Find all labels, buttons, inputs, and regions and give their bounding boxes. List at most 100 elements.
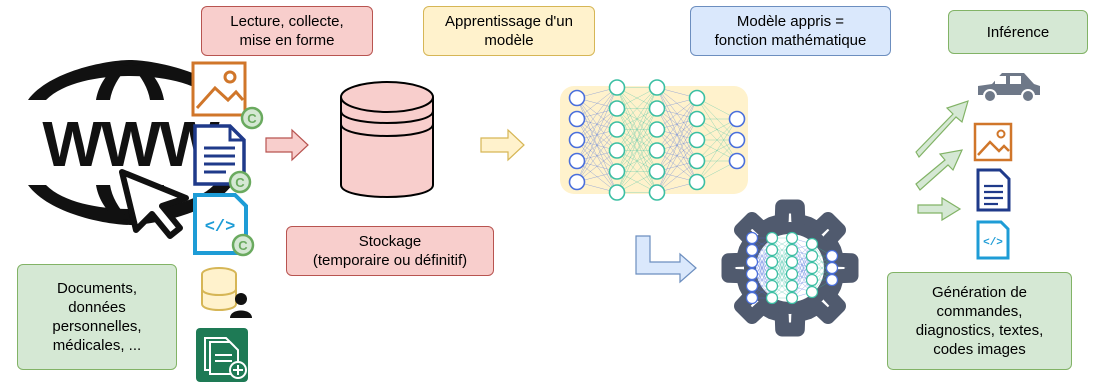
output-image-file-icon xyxy=(973,122,1013,162)
documents-label: Documents, données personnelles, médical… xyxy=(17,264,177,370)
network-node xyxy=(825,249,839,263)
network-node xyxy=(805,249,819,263)
svg-text:</>: </> xyxy=(983,237,1003,249)
network-connection xyxy=(656,97,698,151)
network-node xyxy=(608,121,626,138)
network-node xyxy=(745,267,759,281)
modele-label: Modèle appris = fonction mathématique xyxy=(690,6,891,56)
network-node xyxy=(765,255,779,269)
network-node xyxy=(765,243,779,257)
network-connection xyxy=(656,97,698,172)
network-node xyxy=(648,142,666,159)
neural-network-icon xyxy=(568,79,746,201)
gear-neural-network-icon xyxy=(745,231,839,305)
network-node xyxy=(765,231,779,245)
network-node xyxy=(608,79,626,96)
network-connection xyxy=(576,87,618,183)
network-connection xyxy=(656,97,698,193)
network-node xyxy=(688,89,706,107)
arrows-inference xyxy=(915,100,969,222)
network-node xyxy=(745,291,759,305)
network-connection xyxy=(616,87,658,172)
network-connection xyxy=(811,255,833,293)
network-node xyxy=(648,163,666,180)
network-node xyxy=(648,100,666,117)
network-node xyxy=(805,261,819,275)
svg-text:C: C xyxy=(235,175,245,190)
network-connection xyxy=(656,139,698,193)
network-connection xyxy=(576,87,618,120)
network-connection xyxy=(771,237,793,275)
inference-label: Inférence xyxy=(948,10,1088,54)
network-node xyxy=(825,273,839,287)
network-node xyxy=(688,173,706,191)
network-node xyxy=(568,89,586,107)
network-node xyxy=(608,184,626,201)
network-node xyxy=(805,237,819,251)
network-connection xyxy=(751,261,773,299)
output-code-file-icon: </> xyxy=(976,220,1010,260)
network-node xyxy=(568,152,586,170)
network-node xyxy=(568,110,586,128)
network-connection xyxy=(771,261,793,299)
arrow-to-storage xyxy=(265,128,309,162)
network-node xyxy=(688,131,706,149)
network-connection xyxy=(616,108,658,193)
network-node xyxy=(608,163,626,180)
svg-text:WWW: WWW xyxy=(42,108,220,180)
generation-label: Génération de commandes, diagnostics, te… xyxy=(887,272,1072,370)
lecture-label: Lecture, collecte, mise en forme xyxy=(201,6,373,56)
network-node xyxy=(785,291,799,305)
network-connection xyxy=(656,97,698,130)
document-icon: C xyxy=(193,124,252,194)
network-connection xyxy=(616,87,658,130)
stockage-label: Stockage (temporaire ou définitif) xyxy=(286,226,494,276)
network-connection xyxy=(656,160,698,193)
network-node xyxy=(688,110,706,128)
network-connection xyxy=(656,118,698,193)
network-node xyxy=(728,131,746,149)
network-connection xyxy=(616,87,658,151)
network-node xyxy=(785,231,799,245)
image-file-icon: C xyxy=(191,61,264,130)
network-node xyxy=(765,267,779,281)
network-node xyxy=(728,110,746,128)
network-connection xyxy=(616,150,658,193)
network-connection xyxy=(576,129,618,183)
network-node xyxy=(745,231,759,245)
network-node xyxy=(785,243,799,257)
arrow-to-model xyxy=(635,235,697,284)
medical-document-icon xyxy=(196,328,248,382)
network-connection xyxy=(576,87,618,162)
network-connection xyxy=(751,237,773,275)
network-node xyxy=(745,243,759,257)
database-user-icon xyxy=(201,267,252,318)
network-connection xyxy=(576,87,618,141)
network-node xyxy=(825,261,839,275)
network-node xyxy=(648,121,666,138)
network-connection xyxy=(576,150,618,183)
network-node xyxy=(568,131,586,149)
svg-text:</>: </> xyxy=(205,218,236,237)
arrow-to-learning xyxy=(480,128,525,162)
network-node xyxy=(805,285,819,299)
network-node xyxy=(648,184,666,201)
network-node xyxy=(805,273,819,287)
network-node xyxy=(608,100,626,117)
network-node xyxy=(648,79,666,96)
network-connection xyxy=(576,108,618,183)
network-connection xyxy=(616,129,658,193)
network-connection xyxy=(696,118,738,183)
network-node xyxy=(568,173,586,191)
network-node xyxy=(728,152,746,170)
network-connection xyxy=(696,139,738,183)
database-icon xyxy=(340,81,434,198)
network-node xyxy=(785,267,799,281)
car-icon xyxy=(978,73,1040,103)
svg-text:C: C xyxy=(238,238,248,253)
network-node xyxy=(608,142,626,159)
network-node xyxy=(765,291,779,305)
network-node xyxy=(785,279,799,293)
